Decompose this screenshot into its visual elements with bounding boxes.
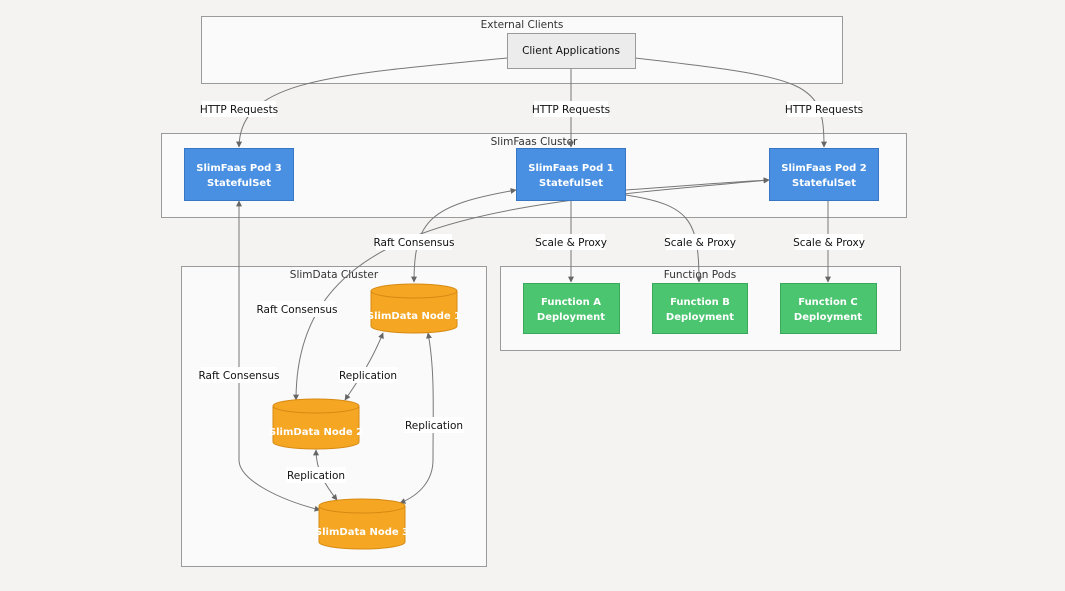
node-label-pod1-line2: StatefulSet xyxy=(539,178,603,189)
edge-pod1-fb xyxy=(625,194,702,283)
node-slimfaas-pod-1[interactable]: SlimFaas Pod 1 StatefulSet xyxy=(516,148,626,201)
node-slimfaas-pod-2[interactable]: SlimFaas Pod 2 StatefulSet xyxy=(769,148,879,201)
edge-label-http-left: HTTP Requests xyxy=(200,104,278,116)
edge-label-raft-2: Raft Consensus xyxy=(256,304,337,316)
edges xyxy=(236,57,831,512)
edge-label-http-mid: HTTP Requests xyxy=(532,104,610,116)
edge-label-scale-a: Scale & Proxy xyxy=(535,237,607,249)
edge-pod3-data3 xyxy=(236,200,321,512)
node-label-data2: SlimData Node 2 xyxy=(269,427,363,438)
node-label-client: Client Applications xyxy=(522,45,620,57)
node-function-a[interactable]: Function A Deployment xyxy=(523,283,620,334)
node-label-fa-line2: Deployment xyxy=(537,312,605,323)
node-label-pod2-line2: StatefulSet xyxy=(792,178,856,189)
node-label-pod3-line2: StatefulSet xyxy=(207,178,271,189)
node-label-fa-line1: Function A xyxy=(541,297,601,308)
cluster-title-functions: Function Pods xyxy=(664,269,737,281)
node-function-c[interactable]: Function C Deployment xyxy=(780,283,877,334)
edge-label-raft-1: Raft Consensus xyxy=(373,237,454,249)
node-label-fc-line1: Function C xyxy=(798,297,858,308)
edge-label-scale-c: Scale & Proxy xyxy=(793,237,865,249)
node-label-data3: SlimData Node 3 xyxy=(315,527,409,538)
edge-client-pod2 xyxy=(634,57,827,148)
cluster-title-slimdata: SlimData Cluster xyxy=(290,269,379,281)
edge-label-repl-12: Replication xyxy=(339,370,397,382)
edge-client-pod3 xyxy=(236,57,508,148)
node-label-pod1-line1: SlimFaas Pod 1 xyxy=(528,163,613,174)
node-slimdata-1[interactable]: SlimData Node 1 xyxy=(367,283,461,334)
node-label-data1: SlimData Node 1 xyxy=(367,311,461,322)
node-client-applications[interactable]: Client Applications xyxy=(507,33,636,69)
node-label-pod3-line1: SlimFaas Pod 3 xyxy=(196,163,281,174)
node-label-pod2-line1: SlimFaas Pod 2 xyxy=(781,163,866,174)
edge-label-raft-3: Raft Consensus xyxy=(198,370,279,382)
node-slimdata-2[interactable]: SlimData Node 2 xyxy=(269,398,363,450)
node-label-fc-line2: Deployment xyxy=(794,312,862,323)
edge-label-http-right: HTTP Requests xyxy=(785,104,863,116)
edge-pod1-pod2 xyxy=(625,177,770,191)
cluster-title-external: External Clients xyxy=(481,19,564,31)
edge-labels: HTTP Requests HTTP Requests HTTP Request… xyxy=(198,101,865,483)
edge-label-repl-23: Replication xyxy=(287,470,345,482)
edge-label-scale-b: Scale & Proxy xyxy=(664,237,736,249)
node-slimdata-3[interactable]: SlimData Node 3 xyxy=(315,498,409,550)
edge-label-repl-13: Replication xyxy=(405,420,463,432)
cluster-title-slimfaas: SlimFaas Cluster xyxy=(491,136,578,148)
node-function-b[interactable]: Function B Deployment xyxy=(652,283,748,334)
node-slimfaas-pod-3[interactable]: SlimFaas Pod 3 StatefulSet xyxy=(184,148,294,201)
edge-data1-data3 xyxy=(399,332,434,504)
node-label-fb-line1: Function B xyxy=(670,297,730,308)
node-label-fb-line2: Deployment xyxy=(666,312,734,323)
